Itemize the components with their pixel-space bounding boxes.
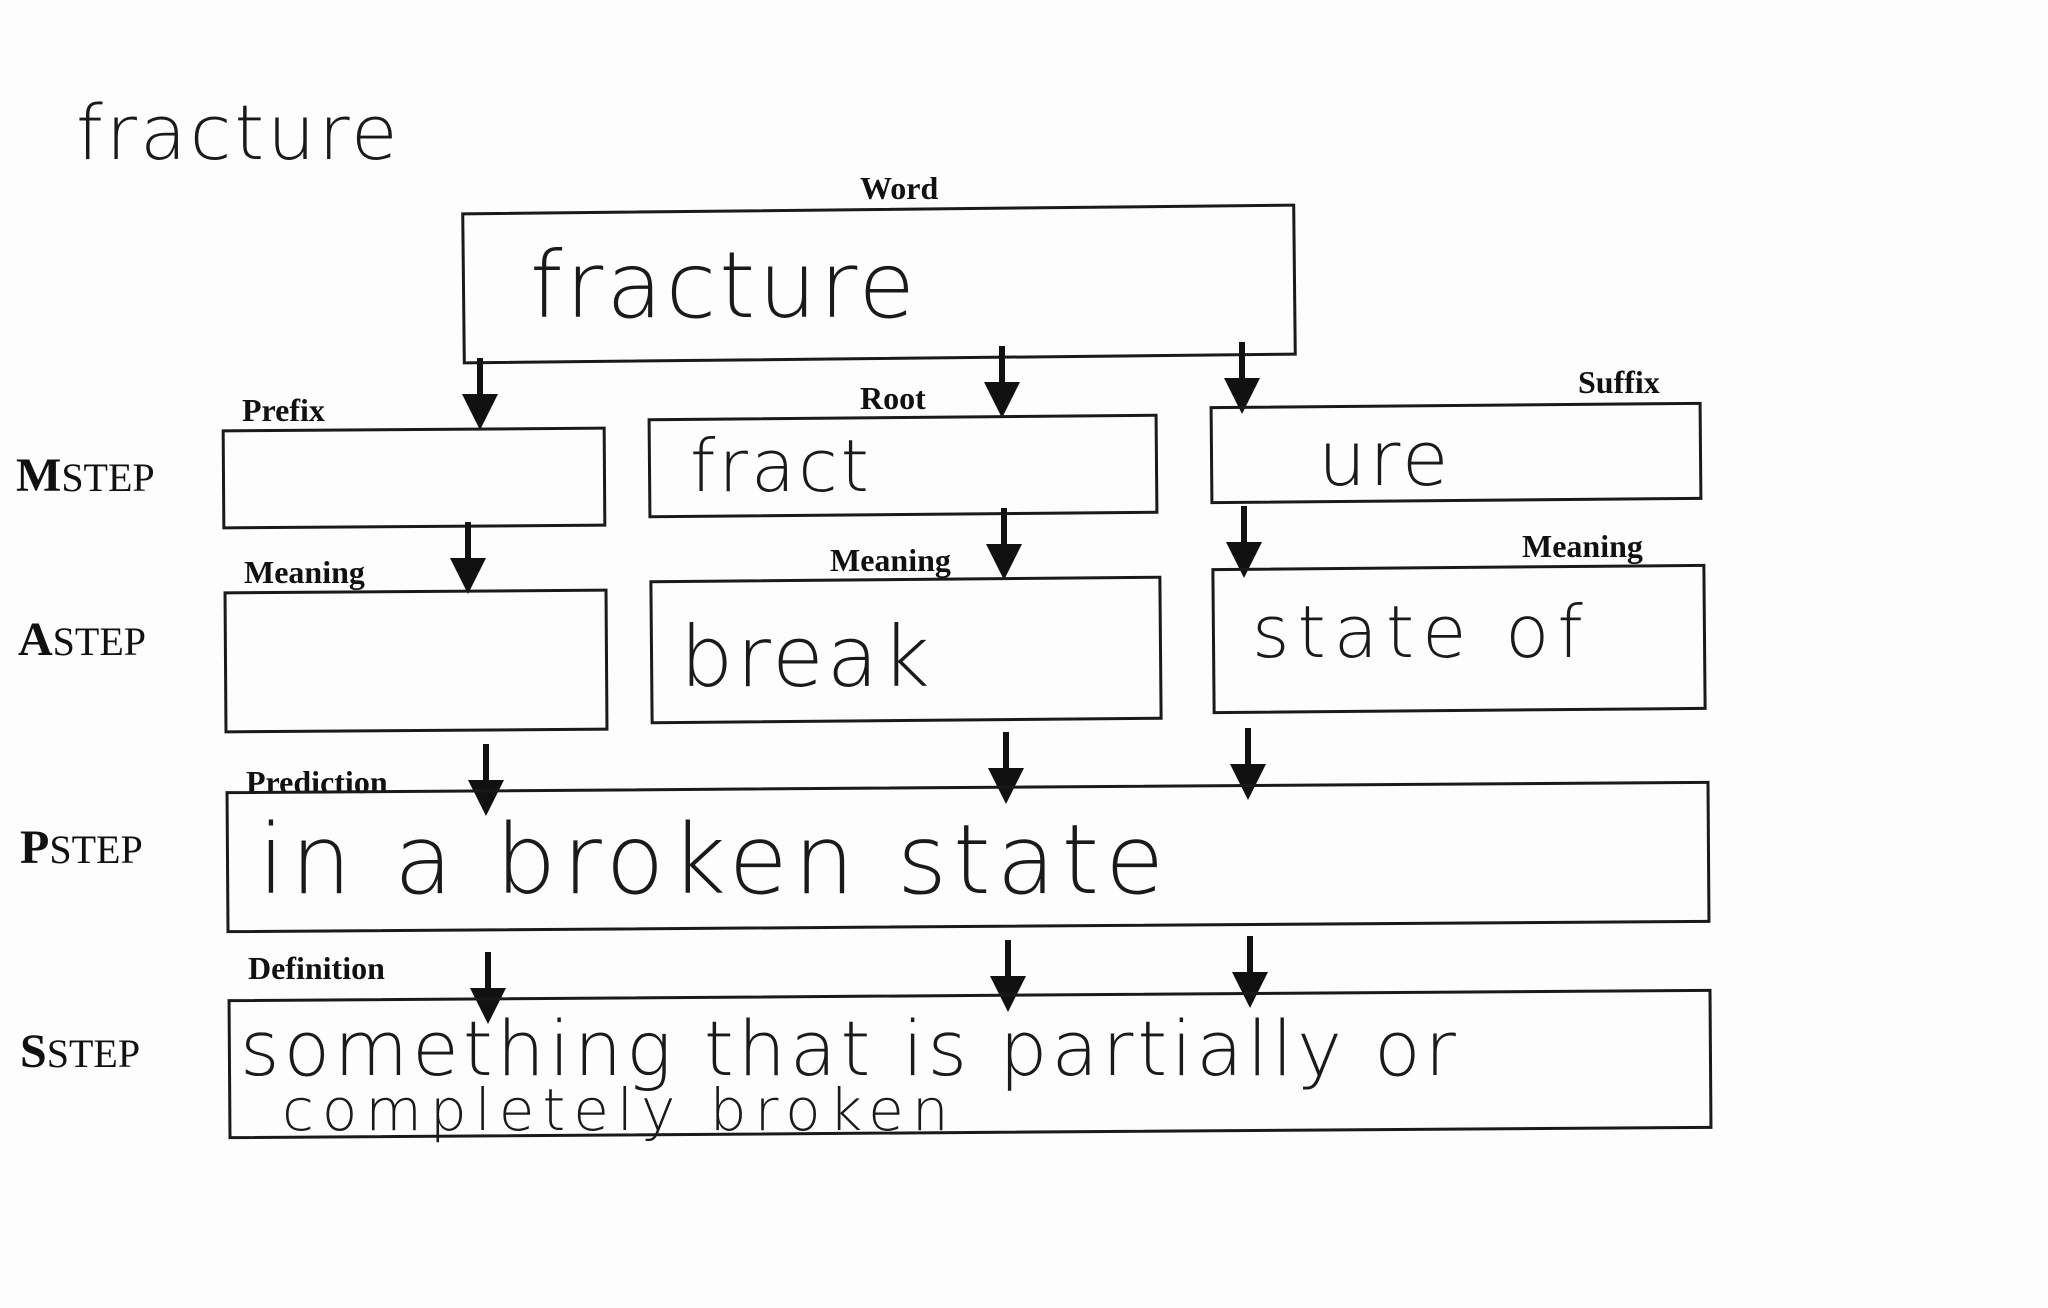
- step-letter: A: [18, 613, 53, 666]
- prefix-box[interactable]: [221, 426, 607, 530]
- suffix-meaning-label: Meaning: [1522, 528, 1643, 564]
- prefix-meaning-label: Meaning: [244, 554, 365, 590]
- arrow-down-icon: [1226, 506, 1262, 578]
- prediction-label: Prediction: [246, 764, 388, 800]
- arrow-down-icon: [1224, 342, 1260, 414]
- arrow-down-icon: [470, 952, 506, 1024]
- m-step-label: MSTEP: [16, 448, 155, 503]
- arrow-down-icon: [990, 940, 1026, 1012]
- suffix-box[interactable]: [1209, 401, 1703, 505]
- step-word: STEP: [46, 1031, 141, 1076]
- step-word: STEP: [52, 619, 147, 664]
- arrow-down-icon: [986, 508, 1022, 580]
- suffix-label: Suffix: [1578, 364, 1660, 400]
- arrow-down-icon: [1230, 728, 1266, 800]
- word-label: Word: [860, 170, 939, 206]
- definition-line-1: something that is partially or: [240, 1004, 1460, 1093]
- step-letter: M: [16, 449, 62, 502]
- suffix-meaning-value: state of: [1252, 590, 1591, 674]
- s-step-label: SSTEP: [20, 1024, 140, 1079]
- word-value: fracture: [530, 232, 918, 339]
- prefix-meaning-box[interactable]: [223, 588, 609, 734]
- arrow-down-icon: [984, 346, 1020, 418]
- p-step-label: PSTEP: [20, 820, 143, 875]
- definition-label: Definition: [248, 950, 385, 986]
- a-step-label: ASTEP: [18, 612, 146, 667]
- root-meaning-label: Meaning: [830, 542, 951, 578]
- handwritten-title: fracture: [76, 88, 401, 177]
- prefix-label: Prefix: [242, 392, 325, 428]
- step-letter: P: [20, 821, 50, 874]
- arrow-down-icon: [450, 522, 486, 594]
- step-word: STEP: [61, 455, 155, 500]
- arrow-down-icon: [468, 744, 504, 816]
- step-word: STEP: [49, 827, 143, 872]
- definition-line-2: completely broken: [282, 1076, 957, 1144]
- prediction-value: in a broken state: [258, 804, 1171, 916]
- root-label: Root: [860, 380, 926, 416]
- suffix-value: ure: [1318, 414, 1452, 503]
- step-letter: S: [20, 1025, 47, 1078]
- root-meaning-value: break: [680, 608, 933, 706]
- arrow-down-icon: [1232, 936, 1268, 1008]
- root-value: fract: [690, 424, 872, 508]
- arrow-down-icon: [988, 732, 1024, 804]
- arrow-down-icon: [462, 358, 498, 430]
